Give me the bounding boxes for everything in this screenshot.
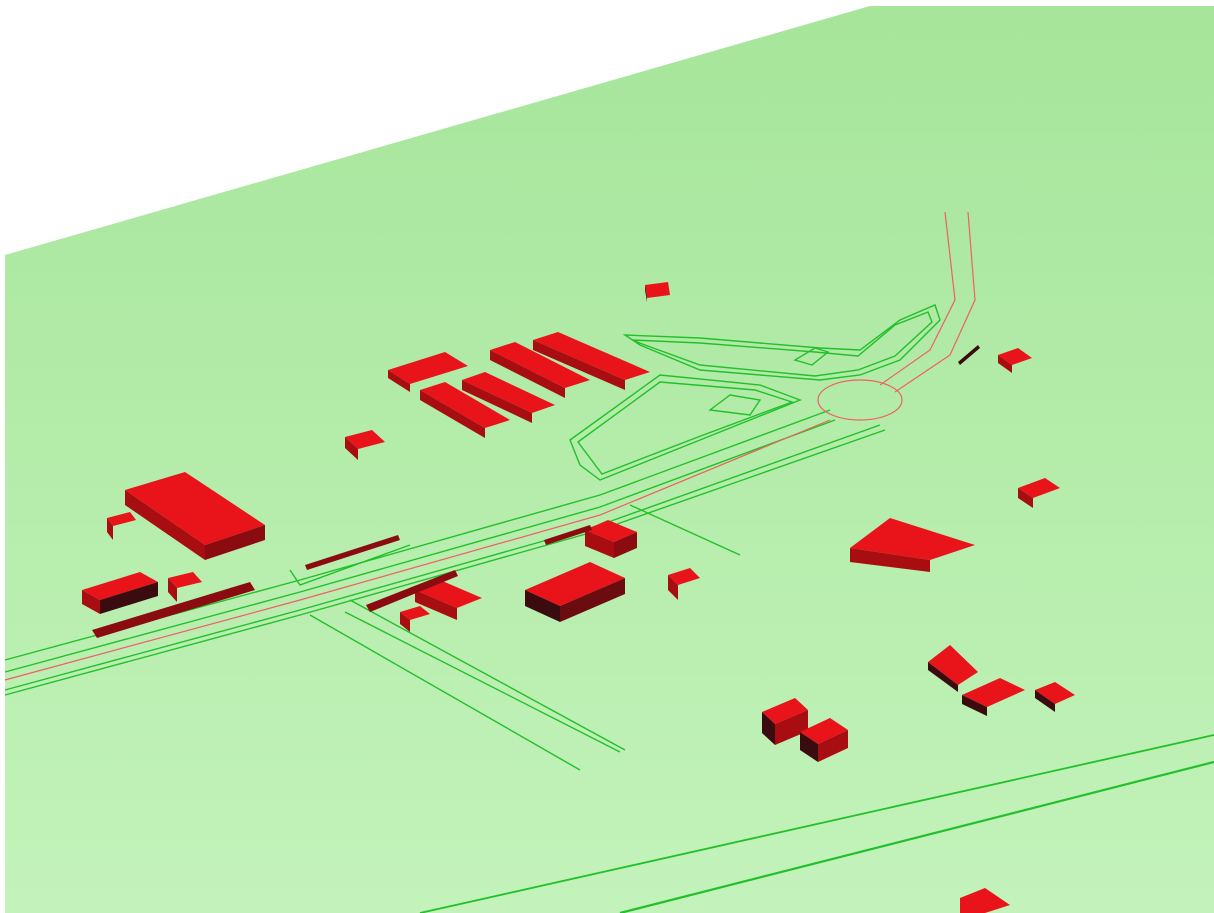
interchange-loop [622, 304, 941, 381]
building[interactable] [490, 342, 590, 398]
interchange-loop [577, 381, 795, 475]
road-network [4, 304, 1214, 913]
buildings [82, 282, 1075, 913]
building[interactable] [668, 568, 700, 600]
building[interactable] [420, 382, 510, 438]
building[interactable] [1018, 478, 1060, 508]
building[interactable] [415, 580, 482, 620]
rail-line [879, 211, 956, 386]
building[interactable] [525, 562, 625, 622]
railway [4, 211, 976, 681]
building[interactable] [533, 332, 650, 390]
building[interactable] [962, 678, 1025, 716]
side-road [289, 544, 411, 586]
building[interactable] [125, 472, 265, 560]
building[interactable] [960, 888, 1010, 913]
highway [619, 760, 1214, 913]
building[interactable] [400, 606, 430, 632]
roundabout [817, 379, 903, 421]
building[interactable] [998, 348, 1032, 373]
ground-plane[interactable] [5, 6, 1214, 913]
building[interactable] [928, 645, 978, 692]
building[interactable] [168, 572, 202, 602]
interchange-loop [569, 374, 802, 481]
building[interactable] [645, 282, 670, 302]
building[interactable] [762, 698, 808, 745]
side-road [629, 504, 741, 556]
building[interactable] [585, 520, 637, 558]
interchange-loop [793, 347, 830, 366]
main-road-edge [4, 419, 836, 673]
rail-line [4, 419, 831, 681]
building[interactable] [1035, 682, 1075, 712]
building[interactable] [82, 572, 158, 614]
building[interactable] [850, 518, 975, 572]
building[interactable] [345, 430, 385, 460]
side-road [344, 611, 621, 753]
side-road [349, 599, 626, 751]
interchange-loop [631, 311, 933, 377]
building[interactable] [388, 352, 468, 392]
highway [419, 734, 1214, 913]
rail-line [894, 211, 976, 393]
main-road-edge [4, 424, 881, 691]
building[interactable] [107, 512, 136, 540]
interchange-loop [708, 394, 762, 416]
side-road [309, 614, 581, 771]
wall[interactable] [92, 345, 980, 638]
building[interactable] [800, 718, 848, 762]
building[interactable] [462, 372, 555, 423]
